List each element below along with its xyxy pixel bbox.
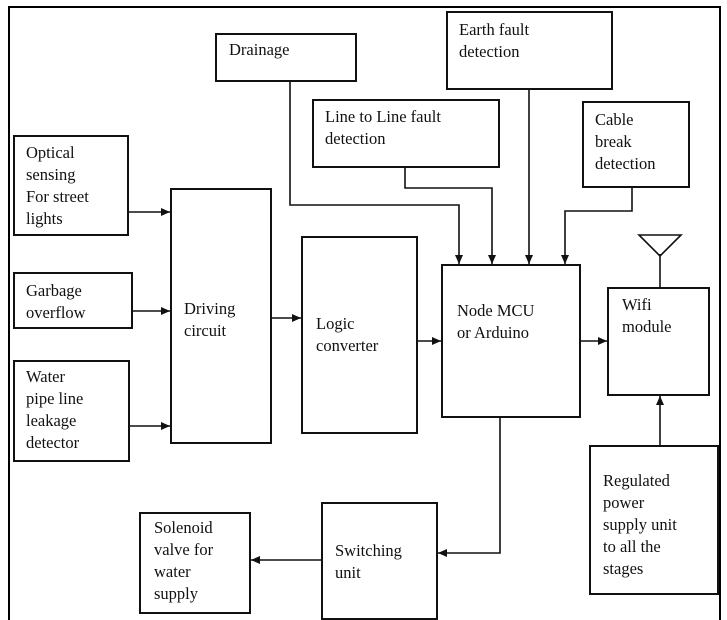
arrow-drainage-to-mcu [289, 82, 463, 264]
optical-sensing-label: Optical sensing For street lights [26, 143, 89, 228]
line-fault-label: Line to Line fault detection [325, 107, 441, 148]
driving-circuit-label: Driving circuit [184, 299, 236, 340]
logic-converter-block: Logic converter [301, 236, 418, 434]
solenoid-valve-label: Solenoid valve for water supply [154, 518, 214, 603]
arrow-mcu-to-switching [438, 418, 501, 557]
power-supply-label: Regulated power supply unit to all the s… [603, 471, 677, 578]
earth-fault-block: Earth fault detection [446, 11, 613, 90]
water-leak-block: Water pipe line leakage detector [13, 360, 130, 462]
wifi-module-label: Wifi module [622, 295, 672, 336]
garbage-overflow-label: Garbage overflow [26, 281, 86, 322]
node-mcu-label: Node MCU or Arduino [457, 301, 535, 342]
logic-converter-label: Logic converter [316, 314, 379, 355]
wifi-module-block: Wifi module [607, 287, 710, 396]
solenoid-valve-block: Solenoid valve for water supply [139, 512, 251, 614]
border-left [8, 6, 10, 620]
cable-break-label: Cable break detection [595, 110, 656, 173]
antenna-icon [637, 234, 683, 287]
line-fault-block: Line to Line fault detection [312, 99, 500, 168]
drainage-label: Drainage [229, 40, 290, 59]
optical-sensing-block: Optical sensing For street lights [13, 135, 129, 236]
garbage-overflow-block: Garbage overflow [13, 272, 133, 329]
water-leak-label: Water pipe line leakage detector [26, 367, 84, 452]
driving-circuit-block: Driving circuit [170, 188, 272, 444]
border-right [719, 6, 721, 620]
border-top [8, 6, 720, 8]
power-supply-block: Regulated power supply unit to all the s… [589, 445, 719, 595]
node-mcu-block: Node MCU or Arduino [441, 264, 581, 418]
arrow-linefault-to-mcu [404, 168, 496, 264]
drainage-block: Drainage [215, 33, 357, 82]
switching-unit-block: Switching unit [321, 502, 438, 620]
cable-break-block: Cable break detection [582, 101, 690, 188]
arrow-cablebreak-to-mcu [561, 188, 633, 264]
earth-fault-label: Earth fault detection [459, 20, 530, 61]
switching-unit-label: Switching unit [335, 541, 402, 582]
